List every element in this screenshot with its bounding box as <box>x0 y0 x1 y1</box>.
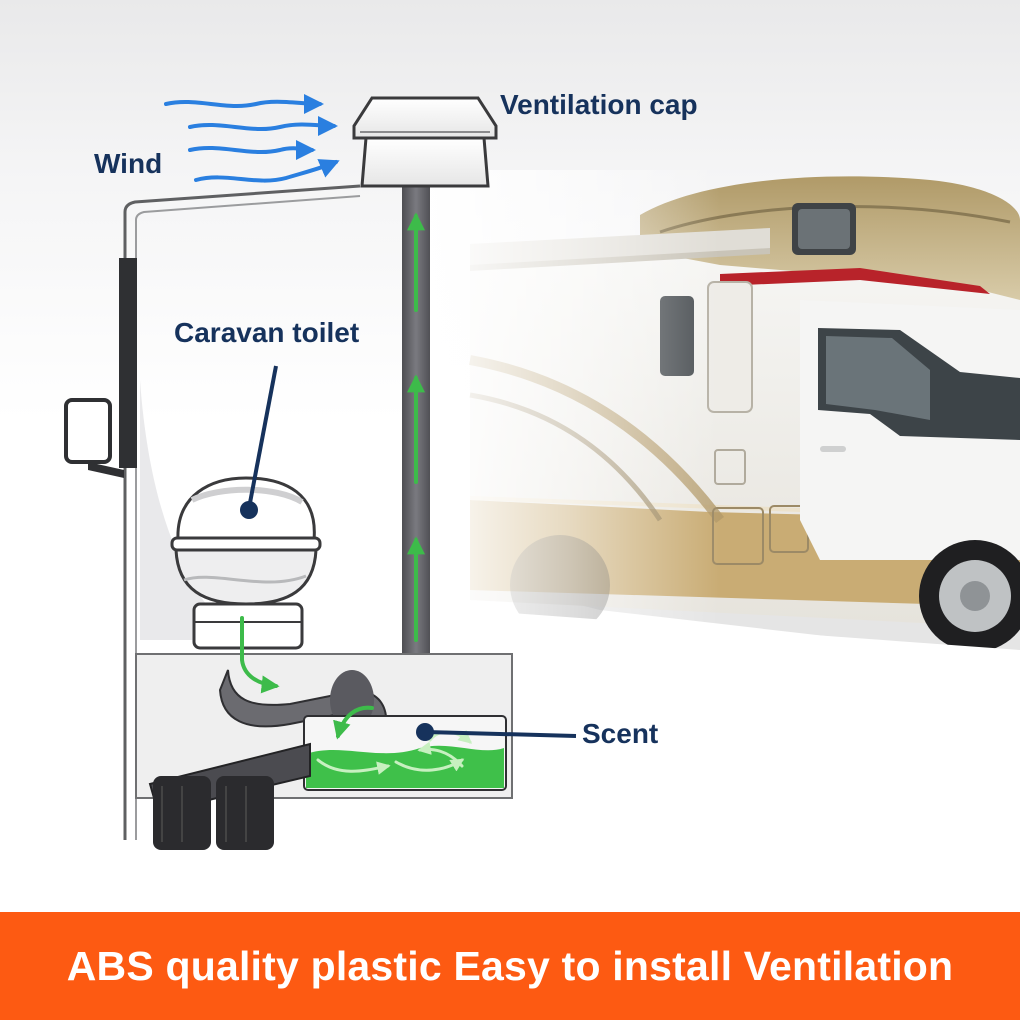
tank-housing <box>135 653 513 850</box>
wind-label: Wind <box>94 148 163 179</box>
ventilation-cap-label: Ventilation cap <box>500 89 698 120</box>
ventilation-cap <box>352 96 498 188</box>
tank-swirl-arrows <box>316 729 473 775</box>
caravan-toilet-label: Caravan toilet <box>174 317 360 348</box>
wind-arrows <box>164 93 340 183</box>
scent-label: Scent <box>582 718 659 749</box>
motorhome-image <box>420 170 1020 880</box>
waste-flow-arrows <box>240 616 374 740</box>
toilet-illustration <box>170 476 322 650</box>
banner-text: ABS quality plastic Easy to install Vent… <box>66 942 954 989</box>
leader-lines <box>240 365 577 741</box>
cabin-wall <box>64 184 361 840</box>
feature-banner: ABS quality plastic Easy to install Vent… <box>0 912 1020 1020</box>
